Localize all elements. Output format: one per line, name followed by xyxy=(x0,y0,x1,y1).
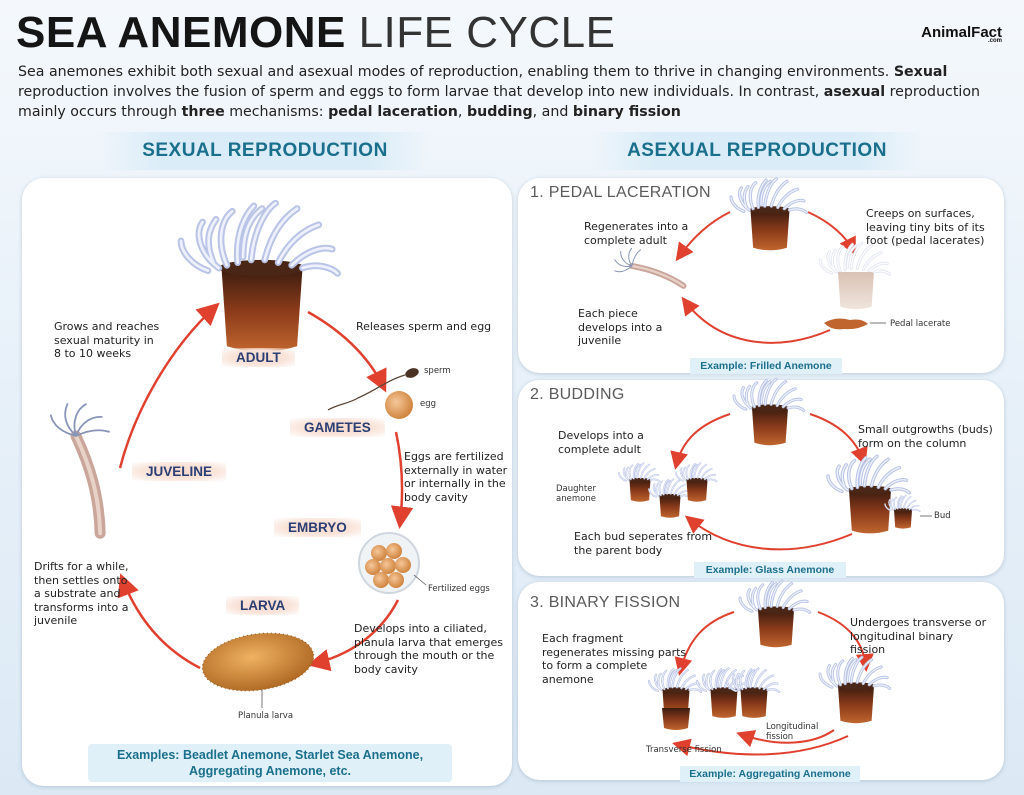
label-fertilized: Eggs are fertilized externally in water … xyxy=(404,450,508,504)
intro-part: reproduction mainly occurs through xyxy=(18,84,981,120)
pedal-title: 1. PEDAL LACERATION xyxy=(530,184,711,201)
budding-arrows xyxy=(670,413,868,551)
fertilized-eggs xyxy=(358,532,427,594)
brand-logo: AnimalFact .com xyxy=(921,24,1002,44)
budding-develops: Develops into a complete adult xyxy=(558,429,644,456)
label-egg: egg xyxy=(420,399,437,409)
budding-each-bud: Each bud seperates from the parent body xyxy=(574,530,713,557)
title-light: LIFE CYCLE xyxy=(358,8,616,57)
fission-undergoes: Undergoes transverse or longitudinal bin… xyxy=(850,616,987,656)
pedal-example: Example: Frilled Anemone xyxy=(690,358,842,374)
stage-juveline: JUVELINE xyxy=(132,462,227,481)
sexual-example: Examples: Beadlet Anemone, Starlet Sea A… xyxy=(88,744,452,782)
egg-cell xyxy=(385,391,413,419)
page-title: SEA ANEMONE LIFE CYCLE xyxy=(16,8,615,58)
pedal-regenerates: Regenerates into a complete adult xyxy=(584,220,689,247)
pedal-each-piece: Each piece develops into a juvenile xyxy=(578,307,663,347)
adult-anemone xyxy=(181,203,338,352)
fission-transverse: Transverse fission xyxy=(646,745,722,755)
asexual-heading: ASEXUAL REPRODUCTION xyxy=(592,132,922,170)
fission-transverse-bottom xyxy=(662,708,690,730)
pedal-juvenile xyxy=(613,244,683,291)
fission-title: 3. BINARY FISSION xyxy=(530,594,681,611)
stage-larva: LARVA xyxy=(226,596,300,615)
fission-arrows xyxy=(672,611,874,757)
budding-title: 2. BUDDING xyxy=(530,386,625,403)
intro-text: Sea anemones exhibit both sexual and ase… xyxy=(18,62,1010,122)
intro-part: Sea anemones exhibit both sexual and ase… xyxy=(18,64,894,80)
title-bold: SEA ANEMONE xyxy=(16,8,346,57)
fission-each-fragment: Each fragment regenerates missing parts … xyxy=(542,632,687,686)
sperm-cell xyxy=(327,368,419,411)
label-planula: Planula larva xyxy=(238,711,294,721)
daughter-anemone-2 xyxy=(649,479,690,518)
budding-daughter: Daughter anemone xyxy=(556,484,596,504)
label-drifts: Drifts for a while, then settles onto a … xyxy=(34,560,129,627)
fission-adult xyxy=(740,581,810,647)
label-develops: Develops into a ciliated, planula larva … xyxy=(354,622,503,676)
label-fertilized-eggs: Fertilized eggs xyxy=(428,584,490,594)
intro-part: , and xyxy=(532,104,573,120)
brand-suffix: .com xyxy=(987,38,1002,44)
pedal-adult xyxy=(731,179,806,251)
pedal-lacerate-piece xyxy=(824,318,886,330)
intro-bold: Sexual xyxy=(893,64,948,80)
fission-dividing xyxy=(820,657,890,723)
intro-bold: budding xyxy=(466,104,533,120)
intro-bold: asexual xyxy=(823,84,886,100)
intro-bold: pedal laceration xyxy=(328,104,458,120)
brand-name: AnimalFact xyxy=(921,24,1002,41)
stage-adult: ADULT xyxy=(222,348,295,367)
fission-example: Example: Aggregating Anemone xyxy=(680,766,860,782)
label-grows: Grows and reaches sexual maturity in 8 t… xyxy=(54,320,160,360)
intro-part: reproduction involves the fusion of sper… xyxy=(18,84,824,100)
intro-part: mechanisms: xyxy=(224,104,329,120)
label-releases: Releases sperm and egg xyxy=(356,320,492,333)
pedal-pale-anemone xyxy=(820,243,890,309)
intro-bold: binary fission xyxy=(572,104,681,120)
label-sperm: sperm xyxy=(424,366,451,376)
pedal-lacerate-label: Pedal lacerate xyxy=(890,319,951,329)
intro-part: , xyxy=(457,104,467,120)
stage-embryo: EMBRYO xyxy=(274,518,361,537)
fission-longitudinal: Longitudinal fission xyxy=(766,722,819,742)
sexual-cycle-arrows xyxy=(117,302,414,672)
budding-example: Example: Glass Anemone xyxy=(694,562,846,578)
stage-gametes: GAMETES xyxy=(290,418,385,437)
budding-adult xyxy=(734,379,804,445)
intro-bold: three xyxy=(181,104,225,120)
budding-bud-label: Bud xyxy=(934,511,951,521)
planula-larva xyxy=(201,632,315,708)
pedal-creeps: Creeps on surfaces, leaving tiny bits of… xyxy=(866,207,985,247)
budding-small: Small outgrowths (buds) form on the colu… xyxy=(858,423,993,450)
sexual-heading: SEXUAL REPRODUCTION xyxy=(100,132,430,170)
